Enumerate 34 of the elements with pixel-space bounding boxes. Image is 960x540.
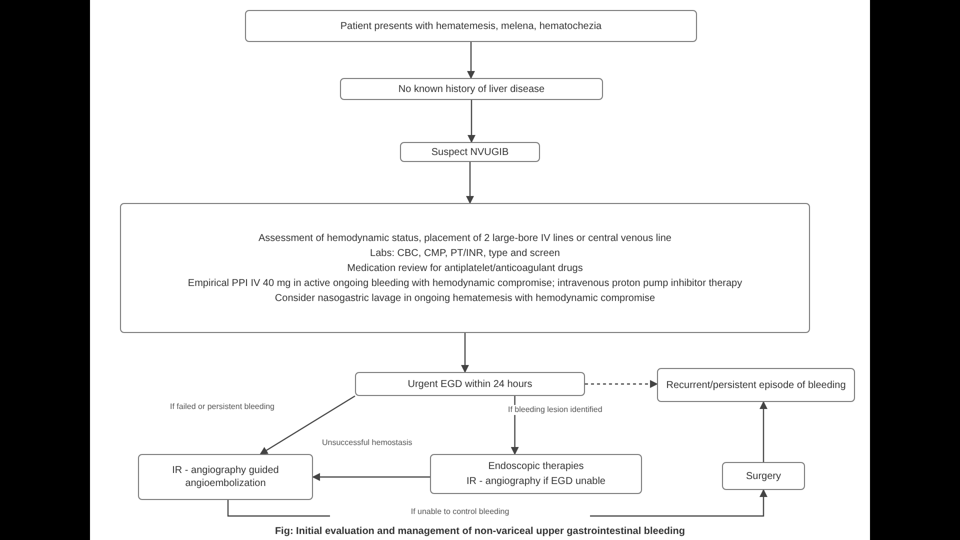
- node-text: Endoscopic therapies: [488, 460, 584, 474]
- node-text: Empirical PPI IV 40 mg in active ongoing bleeding with hemodynamic compromise; intravenous proton pump inhibitor therapy: [188, 276, 742, 290]
- node-text: Patient presents with hematemesis, melena, hematochezia: [340, 20, 602, 34]
- arrow: [585, 380, 658, 388]
- node-text: Surgery: [746, 470, 781, 484]
- node-text: IR - angiography guided angioembolization: [171, 464, 280, 491]
- caption: Fig: Initial evaluation and management of non-variceal upper gastrointestinal bleeding: [274, 525, 686, 539]
- node-text: Recurrent/persistent episode of bleeding: [666, 378, 846, 392]
- process-box: [340, 78, 603, 100]
- edge-label: If unable to control bleeding: [330, 507, 590, 517]
- node-text: Assessment of hemodynamic status, placement of 2 large-bore IV lines or central venous line: [258, 232, 672, 246]
- process-box: [657, 368, 855, 402]
- arrow: [468, 100, 476, 143]
- node-text: No known history of liver disease: [398, 82, 545, 96]
- arrow: [466, 162, 474, 204]
- process-box: [355, 372, 585, 396]
- process-box: [120, 203, 810, 333]
- arrow: [461, 333, 469, 373]
- arrow: [467, 42, 475, 79]
- node-text: IR - angiography if EGD unable: [466, 475, 606, 489]
- node-text: Labs: CBC, CMP, PT/INR, type and screen: [370, 246, 560, 260]
- process-box: [722, 462, 805, 490]
- arrow: [260, 395, 356, 455]
- arrow: [510, 396, 519, 455]
- process-box: [430, 454, 642, 494]
- process-box: [138, 454, 313, 500]
- node-text: Suspect NVUGIB: [431, 146, 509, 160]
- process-box: [245, 10, 697, 42]
- process-box: [400, 142, 540, 162]
- arrow: [312, 473, 430, 481]
- arrow: [760, 401, 768, 462]
- node-text: Medication review for antiplatelet/anticoagulant drugs: [347, 262, 583, 276]
- node-text: Consider nasogastric lavage in ongoing hematemesis with hemodynamic compromise: [274, 292, 656, 306]
- node-text: Urgent EGD within 24 hours: [408, 378, 532, 392]
